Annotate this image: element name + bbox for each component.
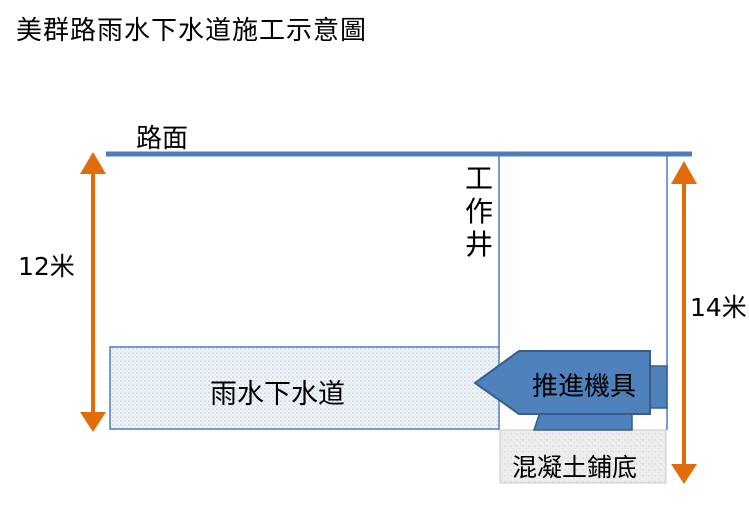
concrete-base-label: 混凝土鋪底 — [512, 453, 638, 482]
sewer-pipe — [109, 346, 500, 430]
road-surface-label: 路面 — [136, 124, 189, 154]
depth-right-label: 14米 — [690, 293, 747, 322]
diagram-title: 美群路雨水下水道施工示意圖 — [16, 16, 368, 46]
jacking-machine — [473, 350, 668, 431]
work-shaft-label: 工作井 — [464, 162, 493, 261]
jacking-machine-label: 推進機具 — [532, 372, 637, 402]
depth-arrow-left — [80, 152, 106, 432]
sewer-label: 雨水下水道 — [210, 379, 345, 410]
machine-body — [473, 350, 651, 415]
depth-left-label: 12米 — [18, 252, 75, 281]
depth-arrow-right — [671, 161, 697, 484]
